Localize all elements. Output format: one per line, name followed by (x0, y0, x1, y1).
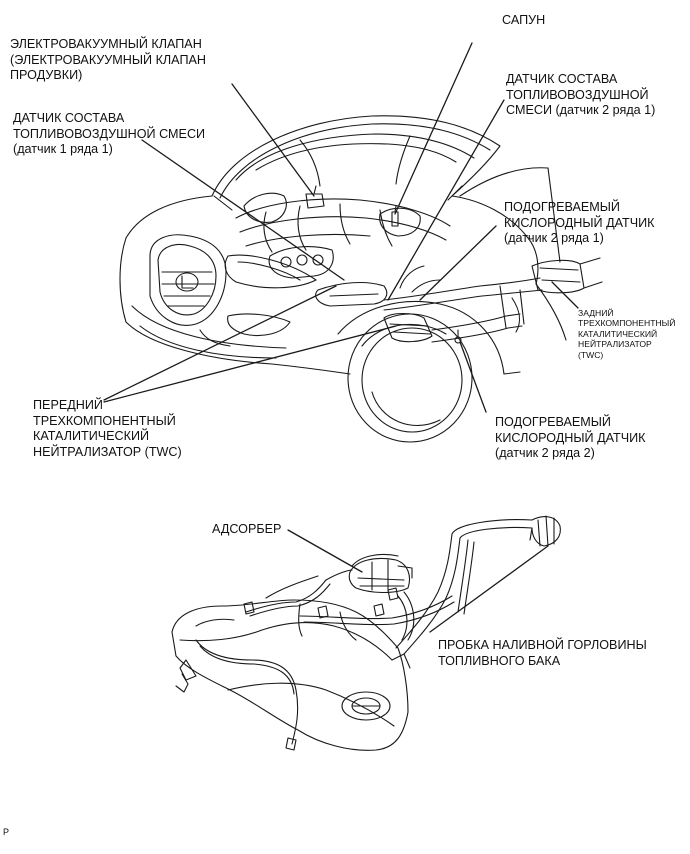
label-breather-line1: САПУН (502, 13, 546, 27)
label-ho2-b1s2-line3: (датчик 2 ряда 1) (504, 231, 604, 245)
label-ho2-b2s2: ПОДОГРЕВАЕМЫЙ КИСЛОРОДНЫЙ ДАТЧИК (датчик… (495, 415, 646, 462)
label-canister-line1: АДСОРБЕР (212, 522, 282, 536)
car-illustration (119, 115, 603, 443)
label-front-twc-line3: КАТАЛИТИЧЕСКИЙ (33, 429, 150, 443)
label-ho2-b2s2-line1: ПОДОГРЕВАЕМЫЙ (495, 415, 611, 429)
leader-lines (103, 42, 579, 633)
label-evsv-line1: ЭЛЕКТРОВАКУУМНЫЙ КЛАПАН (10, 37, 202, 51)
fuel-tank-illustration (171, 515, 561, 751)
leader-ho2-b2s2 (459, 341, 487, 413)
page-code: P (3, 827, 10, 837)
leader-rear-twc (551, 281, 579, 309)
label-ho2-b2s2-line2: КИСЛОРОДНЫЙ ДАТЧИК (495, 430, 646, 445)
label-rear-twc: ЗАДНИЙ ТРЕХКОМПОНЕНТНЫЙ КАТАЛИТИЧЕСКИЙ Н… (578, 308, 675, 360)
leader-af-sensor-b2 (387, 99, 505, 301)
leader-ho2-b1s2 (419, 225, 497, 301)
label-af-sensor-b2-line1: ДАТЧИК СОСТАВА (506, 72, 618, 86)
label-af-sensor-b1-line2: ТОПЛИВОВОЗДУШНОЙ СМЕСИ (13, 126, 206, 141)
label-ho2-b1s2-line2: КИСЛОРОДНЫЙ ДАТЧИК (504, 215, 655, 230)
label-fuel-cap: ПРОБКА НАЛИВНОЙ ГОРЛОВИНЫ ТОПЛИВНОГО БАК… (438, 638, 647, 669)
leader-breather (394, 42, 473, 215)
label-rear-twc-line1: ЗАДНИЙ (578, 308, 614, 318)
leader-evsv (231, 83, 315, 197)
label-af-sensor-b1: ДАТЧИК СОСТАВА ТОПЛИВОВОЗДУШНОЙ СМЕСИ (д… (13, 111, 205, 158)
label-evsv-line2: (ЭЛЕКТРОВАКУУМНЫЙ КЛАПАН (10, 52, 206, 67)
label-ho2-b1s2: ПОДОГРЕВАЕМЫЙ КИСЛОРОДНЫЙ ДАТЧИК (датчик… (504, 200, 655, 247)
label-af-sensor-b2-line2: ТОПЛИВОВОЗДУШНОЙ (506, 87, 649, 102)
label-evsv: ЭЛЕКТРОВАКУУМНЫЙ КЛАПАН (ЭЛЕКТРОВАКУУМНЫ… (10, 37, 206, 84)
label-evsv-line3: ПРОДУВКИ) (10, 68, 83, 82)
label-front-twc-line4: НЕЙТРАЛИЗАТОР (TWC) (33, 444, 182, 459)
label-ho2-b1s2-line1: ПОДОГРЕВАЕМЫЙ (504, 200, 620, 214)
label-fuel-cap-line1: ПРОБКА НАЛИВНОЙ ГОРЛОВИНЫ (438, 638, 647, 652)
label-breather: САПУН (502, 13, 545, 29)
label-af-sensor-b2-line3: СМЕСИ (датчик 2 ряда 1) (506, 103, 656, 117)
label-rear-twc-line4: НЕЙТРАЛИЗАТОР (578, 339, 652, 350)
label-rear-twc-line5: (TWC) (578, 349, 604, 360)
label-canister: АДСОРБЕР (212, 522, 281, 538)
label-front-twc: ПЕРЕДНИЙ ТРЕХКОМПОНЕНТНЫЙ КАТАЛИТИЧЕСКИЙ… (33, 398, 182, 460)
leader-front-twc-a (103, 285, 337, 401)
label-ho2-b2s2-line3: (датчик 2 ряда 2) (495, 446, 595, 460)
leader-fuel-cap (429, 545, 549, 633)
label-rear-twc-line3: КАТАЛИТИЧЕСКИЙ (578, 328, 658, 339)
label-af-sensor-b1-line3: (датчик 1 ряда 1) (13, 142, 113, 156)
leader-front-twc-b (103, 325, 397, 403)
label-rear-twc-line2: ТРЕХКОМПОНЕНТНЫЙ (578, 318, 676, 329)
leader-af-sensor-b1 (141, 139, 345, 281)
label-af-sensor-b2: ДАТЧИК СОСТАВА ТОПЛИВОВОЗДУШНОЙ СМЕСИ (д… (506, 72, 655, 119)
leader-canister (287, 529, 363, 573)
label-fuel-cap-line2: ТОПЛИВНОГО БАКА (438, 653, 561, 668)
label-front-twc-line2: ТРЕХКОМПОНЕНТНЫЙ (33, 413, 176, 428)
label-af-sensor-b1-line1: ДАТЧИК СОСТАВА (13, 111, 125, 125)
label-front-twc-line1: ПЕРЕДНИЙ (33, 398, 103, 412)
